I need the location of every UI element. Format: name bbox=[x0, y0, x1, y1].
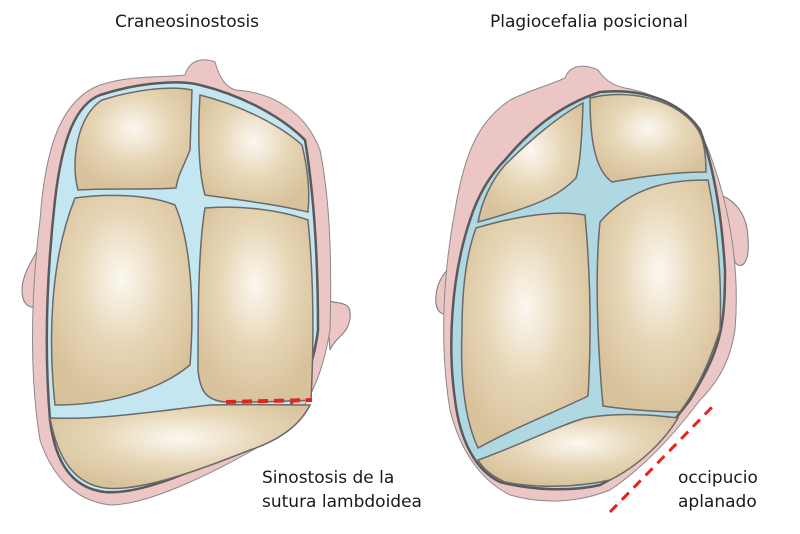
right-ear bbox=[325, 299, 351, 351]
parietal-bone-left bbox=[50, 194, 193, 406]
right-skull-plagiocefalia bbox=[435, 65, 749, 514]
occipital-bone bbox=[476, 413, 680, 488]
frontal-bone-right bbox=[198, 94, 310, 213]
frontal-bone-right bbox=[589, 93, 707, 183]
right-annotation-line1: occipucio bbox=[678, 468, 758, 488]
frontal-bone-left bbox=[477, 101, 584, 224]
parietal-bone-left bbox=[460, 212, 591, 450]
occipital-bone bbox=[49, 403, 312, 490]
frontal-bone-left bbox=[74, 87, 193, 191]
left-annotation-line1: Sinostosis de la bbox=[262, 468, 395, 488]
left-skull-craneosinostosis bbox=[21, 59, 351, 506]
flattened-occiput-marker bbox=[608, 401, 718, 514]
left-annotation-line2: sutura lambdoidea bbox=[262, 492, 422, 512]
fused-suture-marker bbox=[225, 398, 313, 404]
left-annotation: Sinostosis de la sutura lambdoidea bbox=[262, 466, 422, 514]
parietal-bone-right bbox=[596, 179, 722, 413]
right-annotation: occipucio aplanado bbox=[678, 466, 758, 514]
left-panel-title: Craneosinostosis bbox=[115, 12, 260, 32]
right-annotation-line2: aplanado bbox=[678, 492, 757, 512]
parietal-bone-right bbox=[197, 206, 314, 403]
right-panel-title: Plagiocefalia posicional bbox=[490, 12, 688, 32]
